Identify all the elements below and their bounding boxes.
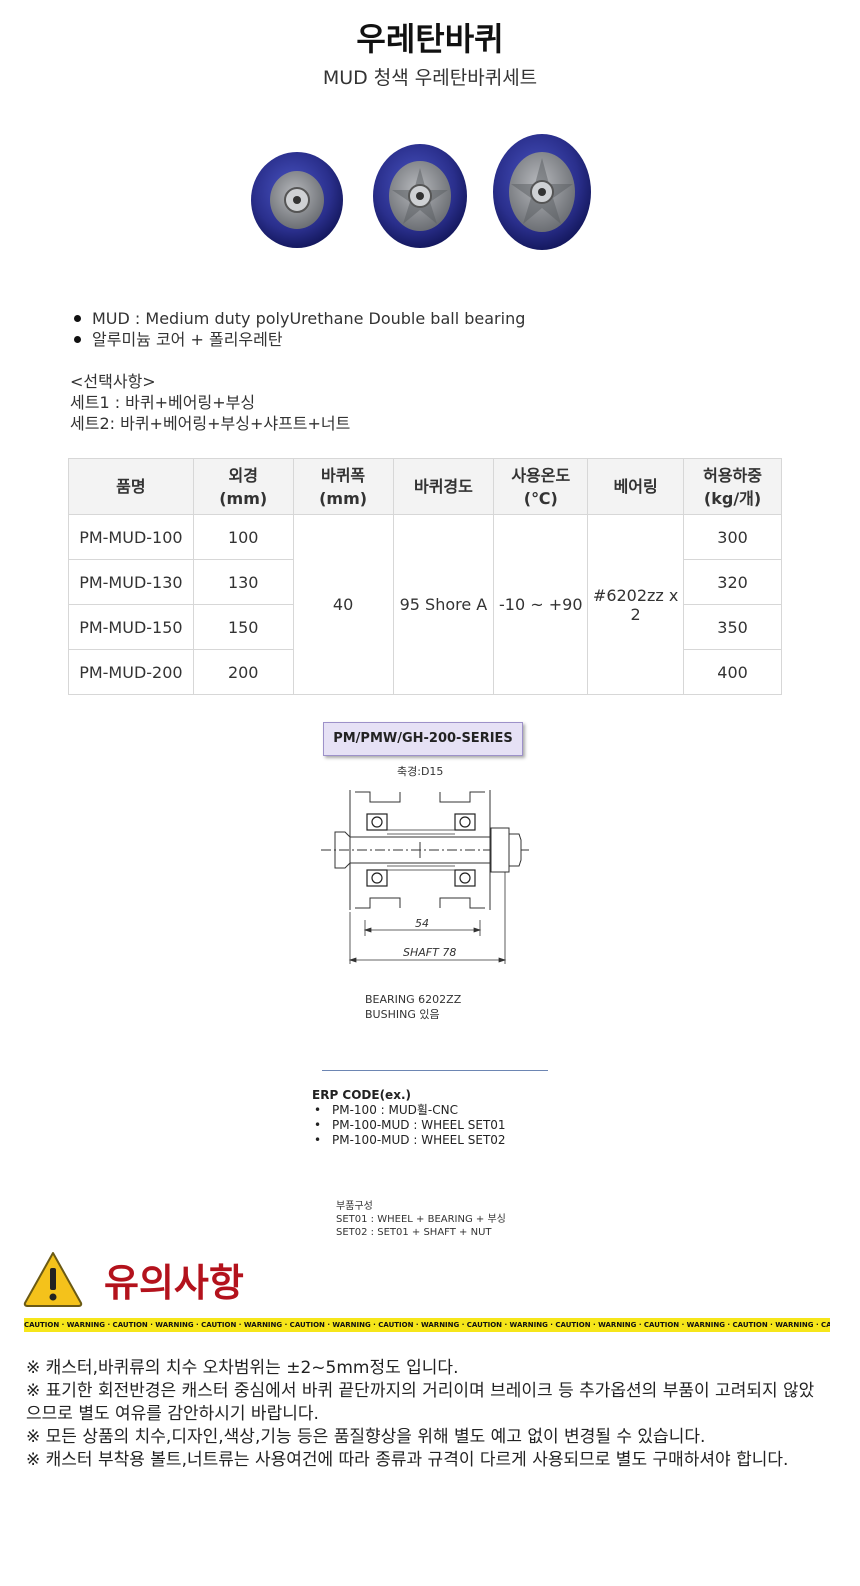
cell-diameter: 150 bbox=[192, 604, 294, 650]
wheel-medium bbox=[373, 144, 467, 248]
note-item: ※ 캐스터,바퀴류의 치수 오차범위는 ±2~5mm정도 입니다. bbox=[26, 1358, 459, 1378]
section-divider bbox=[322, 1070, 548, 1071]
feature-list: MUD : Medium duty polyUrethane Double ba… bbox=[72, 308, 525, 350]
warning-triangle-icon bbox=[23, 1252, 83, 1307]
bushing-line: BUSHING 있음 bbox=[365, 1008, 440, 1021]
header-hardness: 바퀴경도 bbox=[392, 458, 495, 515]
erp-code-block: ERP CODE(ex.) PM-100 : MUD휠-CNC PM-100-M… bbox=[312, 1088, 506, 1148]
option-set2: 세트2: 바퀴+베어링+부싱+샤프트+너트 bbox=[70, 414, 351, 433]
erp-heading: ERP CODE(ex.) bbox=[312, 1088, 411, 1102]
header-name: 품명 bbox=[68, 458, 194, 515]
header-text: 허용하중(kg/개) bbox=[703, 465, 762, 508]
dimension-54: 54 bbox=[415, 917, 429, 930]
parts-block: 부품구성 SET01 : WHEEL + BEARING + 부싱 SET02 … bbox=[336, 1200, 506, 1239]
header-text: 바퀴경도 bbox=[413, 477, 473, 496]
option-set1: 세트1 : 바퀴+베어링+부싱 bbox=[70, 393, 256, 412]
cell-diameter: 130 bbox=[192, 559, 294, 605]
bearing-note: BEARING 6202ZZ BUSHING 있음 bbox=[365, 992, 461, 1022]
note-item: ※ 표기한 회전반경은 캐스터 중심에서 바퀴 끝단까지의 거리이며 브레이크 … bbox=[26, 1381, 815, 1424]
note-item: ※ 모든 상품의 치수,디자인,색상,기능 등은 품질향상을 위해 별도 예고 … bbox=[26, 1427, 706, 1447]
cell-load: 350 bbox=[683, 604, 782, 650]
parts-heading: 부품구성 bbox=[336, 1201, 373, 1212]
wheel-small bbox=[251, 152, 343, 248]
series-label: PM/PMW/GH-200-SERIES bbox=[323, 722, 523, 756]
header-bearing: 베어링 bbox=[587, 458, 685, 515]
product-wheels-image bbox=[251, 134, 591, 250]
cell-load: 320 bbox=[683, 559, 782, 605]
table-row: PM-MUD-130 130 320 bbox=[68, 559, 782, 605]
caution-strip: CAUTION · WARNING · CAUTION · WARNING · … bbox=[24, 1318, 830, 1332]
options-block: <선택사항> 세트1 : 바퀴+베어링+부싱 세트2: 바퀴+베어링+부싱+샤프… bbox=[70, 371, 350, 434]
header-load: 허용하중(kg/개) bbox=[683, 458, 782, 515]
note-item: ※ 캐스터 부착용 볼트,너트류는 사용여건에 따라 종류과 규격이 다르게 사… bbox=[26, 1450, 789, 1470]
cell-load: 400 bbox=[683, 649, 782, 695]
erp-item: PM-100 : MUD휠-CNC bbox=[312, 1103, 506, 1118]
parts-set02: SET02 : SET01 + SHAFT + NUT bbox=[336, 1227, 492, 1238]
header-width: 바퀴폭(mm) bbox=[292, 458, 394, 515]
header-text: 외경(mm) bbox=[219, 465, 268, 508]
cell-hardness: 95 Shore A bbox=[392, 514, 495, 695]
feature-item: 알루미늄 코어 + 폴리우레탄 bbox=[72, 329, 525, 350]
header-text: 바퀴폭(mm) bbox=[319, 465, 368, 508]
cell-width: 40 bbox=[292, 514, 394, 695]
wheel-large bbox=[493, 134, 591, 250]
assembly-drawing: 54 SHAFT 78 bbox=[321, 790, 530, 964]
caution-title: 유의사항 bbox=[104, 1261, 244, 1305]
feature-item: MUD : Medium duty polyUrethane Double ba… bbox=[72, 308, 525, 329]
erp-item: PM-100-MUD : WHEEL SET02 bbox=[312, 1133, 506, 1148]
cell-name: PM-MUD-150 bbox=[68, 604, 194, 650]
cell-name: PM-MUD-100 bbox=[68, 514, 194, 560]
parts-set01: SET01 : WHEEL + BEARING + 부싱 bbox=[336, 1214, 506, 1225]
axle-label: 축경:D15 bbox=[397, 765, 444, 778]
erp-item: PM-100-MUD : WHEEL SET01 bbox=[312, 1118, 506, 1133]
header-text: 품명 bbox=[116, 477, 146, 496]
table-row: PM-MUD-100 100 40 95 Shore A -10 ~ +90 #… bbox=[68, 514, 782, 695]
table-row: PM-MUD-200 200 400 bbox=[68, 649, 782, 695]
cell-name: PM-MUD-200 bbox=[68, 649, 194, 695]
header-temperature: 사용온도(℃) bbox=[493, 458, 589, 515]
header-diameter: 외경(mm) bbox=[192, 458, 294, 515]
page-title: 우레탄바퀴 bbox=[356, 20, 504, 58]
page-subtitle: MUD 청색 우레탄바퀴세트 bbox=[322, 67, 538, 89]
cell-name: PM-MUD-130 bbox=[68, 559, 194, 605]
cell-bearing: #6202zz x 2 bbox=[587, 514, 685, 695]
caution-notes: ※ 캐스터,바퀴류의 치수 오차범위는 ±2~5mm정도 입니다. ※ 표기한 … bbox=[26, 1357, 826, 1472]
header-text: 베어링 bbox=[613, 477, 658, 496]
header-text: 사용온도(℃) bbox=[511, 465, 571, 508]
cell-temperature: -10 ~ +90 bbox=[493, 514, 589, 695]
table-header-row: 품명 외경(mm) 바퀴폭(mm) 바퀴경도 사용온도(℃) 베어링 허용하중(… bbox=[68, 458, 782, 515]
dimension-shaft: SHAFT 78 bbox=[403, 946, 456, 959]
options-heading: <선택사항> bbox=[70, 372, 156, 391]
spec-table: 품명 외경(mm) 바퀴폭(mm) 바퀴경도 사용온도(℃) 베어링 허용하중(… bbox=[68, 458, 782, 695]
cell-load: 300 bbox=[683, 514, 782, 560]
cell-diameter: 200 bbox=[192, 649, 294, 695]
bearing-line: BEARING 6202ZZ bbox=[365, 993, 462, 1006]
cell-diameter: 100 bbox=[192, 514, 294, 560]
